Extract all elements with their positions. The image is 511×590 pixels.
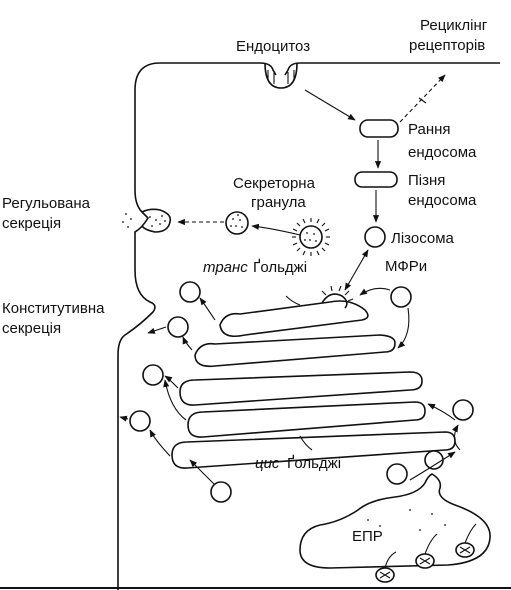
label-recycling-1: Рециклінг [420, 17, 488, 34]
retro-vesicle-1 [452, 399, 474, 421]
er-membrane [299, 473, 491, 569]
label-recycling-2: рецепторів [409, 37, 485, 54]
golgi-stack [171, 300, 456, 469]
label-early-endosome-1: Рання [408, 121, 451, 138]
mpr-vesicle [390, 286, 412, 308]
label-late-endosome-1: Пізня [408, 172, 445, 189]
label-constitutive-2: секреція [2, 320, 61, 337]
label-regulated-2: секреція [2, 215, 61, 232]
label-late-endosome-2: ендосома [408, 192, 477, 209]
label-trans: транс [203, 259, 248, 276]
label-constitutive-1: Конститутивна [2, 300, 105, 317]
regulated-fusion-pocket [141, 208, 172, 233]
coated-granule [292, 218, 330, 256]
label-trans-golgi: Ґольджі [253, 259, 307, 276]
label-mpr: МФРи [385, 258, 427, 275]
retro-vesicle-2 [386, 463, 408, 485]
constitutive-vesicle-4 [129, 410, 151, 432]
er-vesicle-2 [424, 450, 444, 470]
label-endocytosis: Ендоцитоз [236, 38, 310, 55]
lysosome [364, 226, 386, 248]
label-early-endosome-2: ендосома [408, 144, 477, 161]
early-endosome [359, 119, 399, 138]
ribosomes [375, 523, 477, 583]
trans-golgi-bud [321, 285, 354, 309]
label-cis-golgi: Ґольджі [287, 455, 341, 472]
label-cis: цис [255, 455, 280, 472]
regulated-fusion-dots [122, 213, 166, 228]
constitutive-vesicle-1 [179, 281, 201, 303]
secretory-granule [225, 211, 249, 235]
plasma-membrane [117, 62, 500, 590]
label-regulated-1: Регульована [2, 195, 91, 212]
late-endosome [354, 171, 398, 188]
constitutive-vesicle-3 [142, 364, 164, 386]
label-secretory-granule-2: гранула [251, 194, 306, 211]
constitutive-vesicle-2 [167, 316, 189, 338]
label-secretory-granule-1: Секреторна [233, 175, 316, 192]
endocytic-pit [264, 62, 298, 89]
label-er: ЕПР [352, 528, 383, 545]
er-vesicle-1 [210, 481, 232, 503]
label-lysosome: Лізосома [391, 230, 455, 247]
